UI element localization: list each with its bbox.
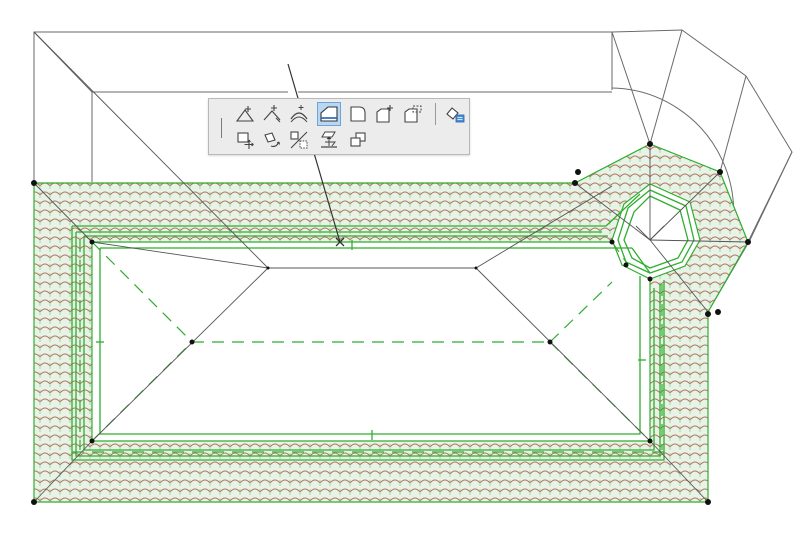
mirror-button[interactable] [287,128,311,152]
insert-new-node-button[interactable] [233,102,257,126]
multiply-icon [350,132,366,147]
rotate-button[interactable] [260,128,284,152]
insert-node-icon [235,106,255,122]
custom-settings-button[interactable] [443,102,467,126]
palette-separator [435,103,436,125]
pet-palette[interactable] [208,98,470,155]
fillet-icon [350,106,366,122]
elevate-icon [321,131,337,148]
curve-edge-button[interactable] [287,102,311,126]
add-to-polygon-button[interactable] [373,102,397,126]
drag-button[interactable] [233,128,257,152]
curve-edge-icon [290,105,308,123]
mirror-icon [290,131,308,149]
offset-edge-button[interactable] [317,102,341,126]
rotate-icon [264,132,280,148]
move-node-icon [263,105,281,123]
fillet-chamfer-button[interactable] [346,102,370,126]
offset-edge-icon [320,106,338,122]
elevate-button[interactable] [317,128,341,152]
hip-lines [33,31,749,503]
selection-nodes[interactable] [31,141,751,505]
ridge-lines [72,240,664,453]
custom-settings-icon [446,107,465,123]
subtract-from-polygon-button[interactable] [401,102,425,126]
multiply-button[interactable] [346,128,370,152]
palette-drag-handle[interactable] [221,118,222,138]
edge-ticks [96,240,646,440]
subtract-polygon-icon [404,105,422,123]
add-polygon-icon [376,105,393,123]
roof-edge-lines [71,189,695,461]
drag-icon [237,132,254,149]
roof-tile-surface[interactable] [33,143,749,503]
move-node-button[interactable] [260,102,284,126]
